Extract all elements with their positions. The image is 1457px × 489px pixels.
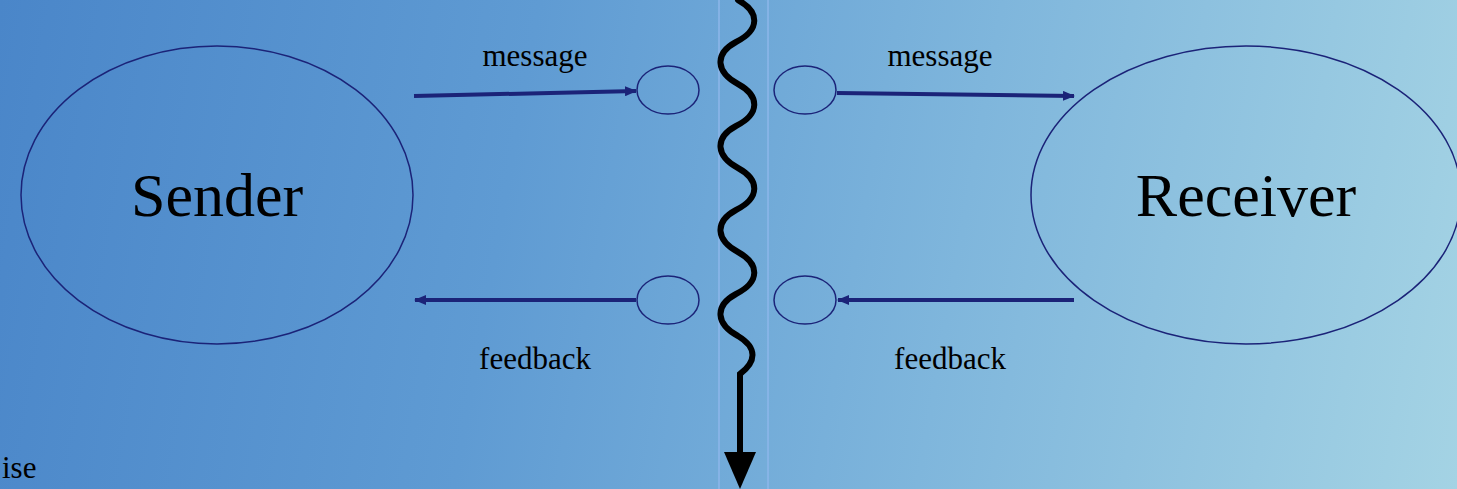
channel-circle	[637, 276, 699, 324]
receiver-ellipse: Receiver	[1030, 45, 1457, 345]
node-label: Receiver	[1136, 164, 1356, 226]
ellipse-outline	[1031, 46, 1457, 344]
channel-circle	[637, 66, 699, 114]
message-arrow	[414, 91, 636, 96]
sender-ellipse: Sender	[20, 45, 414, 345]
channel-circle	[774, 66, 836, 114]
feedback-label: feedback	[894, 343, 1006, 374]
channel-circle	[774, 276, 836, 324]
feedback-arrow	[838, 298, 1074, 302]
noise-arrowhead	[724, 452, 756, 489]
feedback-label: feedback	[479, 343, 591, 374]
noise-band	[719, 0, 768, 489]
message-label: message	[482, 40, 587, 71]
node-label: Sender	[131, 164, 303, 226]
feedback-arrow	[415, 298, 636, 302]
message-arrow	[837, 93, 1074, 96]
noise-label: ise	[2, 452, 36, 483]
noise-wave	[720, 0, 754, 455]
message-label: message	[887, 40, 992, 71]
ellipse-outline	[21, 46, 413, 344]
